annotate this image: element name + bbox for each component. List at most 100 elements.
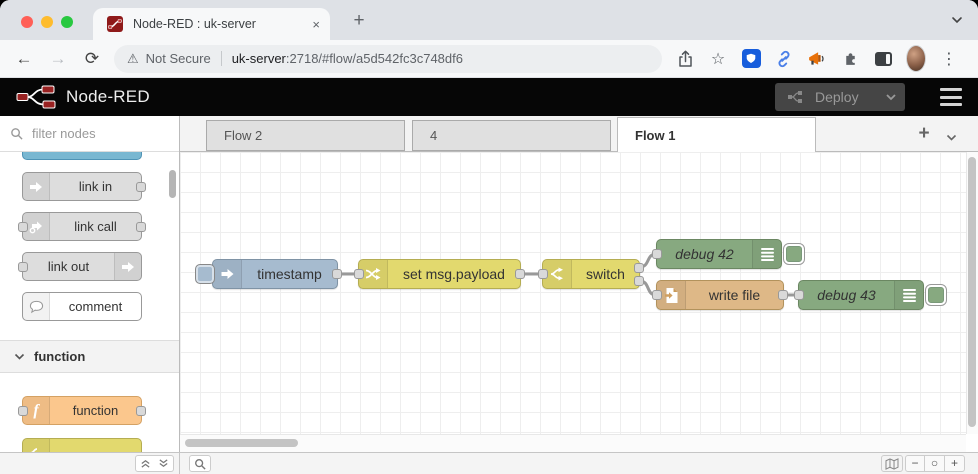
- zoom-reset-button[interactable]: ○: [925, 455, 945, 472]
- close-tab-icon[interactable]: ×: [312, 16, 320, 32]
- zoom-out-button[interactable]: −: [905, 455, 925, 472]
- flow-tab-bar: Flow 2 4 Flow 1 +: [180, 116, 978, 152]
- flow-canvas[interactable]: timestamp set msg.payload switch: [180, 152, 978, 452]
- palette-category-function[interactable]: function: [0, 340, 179, 373]
- link-in-icon: [23, 173, 50, 200]
- output-port[interactable]: [136, 182, 146, 192]
- output-port[interactable]: [136, 222, 146, 232]
- node-red-favicon: [107, 16, 123, 32]
- omnibox-divider: [220, 51, 222, 66]
- close-window-button[interactable]: [21, 16, 33, 28]
- browser-menu-icon[interactable]: ⋮: [941, 50, 957, 68]
- palette-scrollbar[interactable]: [169, 170, 176, 198]
- deploy-caret-icon[interactable]: [873, 88, 897, 106]
- debug-42-node[interactable]: debug 42: [652, 239, 782, 269]
- link-out-icon: [114, 253, 141, 280]
- node-red-logo-icon: [16, 83, 58, 116]
- address-bar[interactable]: ⚠ Not Secure uk-server :2718/#flow/a5d54…: [114, 44, 662, 73]
- canvas-hscrollbar[interactable]: [185, 439, 298, 447]
- input-port[interactable]: [652, 290, 662, 300]
- palette-node-function[interactable]: f function: [18, 396, 146, 425]
- deploy-button[interactable]: Deploy: [775, 83, 905, 111]
- browser-toolbar: ← → ⟳ ⚠ Not Secure uk-server :2718/#flow…: [0, 40, 978, 78]
- comment-icon: [23, 293, 50, 320]
- canvas-vscrollbar[interactable]: [968, 157, 976, 427]
- palette-search: [0, 116, 179, 152]
- bookmark-star-icon[interactable]: ☆: [710, 50, 726, 68]
- change-node[interactable]: set msg.payload: [354, 259, 525, 289]
- inject-node[interactable]: timestamp: [195, 259, 342, 289]
- palette-node-switch-partial[interactable]: [22, 438, 142, 452]
- input-port[interactable]: [18, 262, 28, 272]
- output-port[interactable]: [778, 290, 788, 300]
- browser-tab[interactable]: Node-RED : uk-server ×: [93, 8, 330, 40]
- input-port[interactable]: [538, 269, 548, 279]
- tab-search-chevron-icon[interactable]: [950, 13, 964, 32]
- switch-icon: [23, 439, 50, 452]
- link-extension-icon[interactable]: [774, 49, 794, 69]
- minimap-toggle-button[interactable]: [881, 455, 903, 472]
- expand-all-button[interactable]: [154, 455, 174, 472]
- palette-node-link-in[interactable]: link in: [22, 172, 146, 201]
- megaphone-extension-icon[interactable]: [807, 49, 827, 69]
- palette-node-link-call[interactable]: link call: [18, 212, 146, 241]
- maximize-window-button[interactable]: [61, 16, 73, 28]
- filter-nodes-input[interactable]: [30, 125, 164, 142]
- profile-avatar[interactable]: [906, 45, 926, 72]
- map-icon: [885, 457, 899, 470]
- minimize-window-button[interactable]: [41, 16, 53, 28]
- share-icon[interactable]: [675, 49, 695, 69]
- palette-node-partial[interactable]: [22, 152, 142, 160]
- output-port[interactable]: [136, 406, 146, 416]
- collapse-all-button[interactable]: [135, 455, 155, 472]
- debug-lines-icon: [894, 281, 923, 309]
- debug-42-toggle-button[interactable]: [783, 243, 805, 265]
- output-port[interactable]: [515, 269, 525, 279]
- inject-button[interactable]: [195, 264, 215, 284]
- bitwarden-extension-icon[interactable]: [741, 49, 761, 69]
- output-port-1[interactable]: [634, 263, 644, 273]
- palette-body: link in link call link out: [0, 152, 179, 452]
- forward-button[interactable]: →: [49, 48, 67, 68]
- flow-tab-4[interactable]: 4: [412, 120, 611, 151]
- extensions-puzzle-icon[interactable]: [840, 49, 860, 69]
- new-tab-button[interactable]: +: [353, 10, 365, 31]
- search-icon: [11, 128, 23, 140]
- node-red-header: Node-RED Deploy: [0, 78, 978, 116]
- palette-footer: [0, 453, 180, 474]
- flow-tab-flow1[interactable]: Flow 1: [617, 117, 816, 152]
- debug-43-node[interactable]: debug 43: [794, 280, 924, 310]
- switch-node[interactable]: switch: [538, 259, 644, 289]
- tab-title: Node-RED : uk-server: [133, 17, 256, 31]
- chevron-down-icon: [14, 353, 25, 360]
- input-port[interactable]: [18, 406, 28, 416]
- output-port[interactable]: [332, 269, 342, 279]
- input-port[interactable]: [794, 290, 804, 300]
- url-host: uk-server: [231, 51, 286, 66]
- back-button[interactable]: ←: [15, 48, 33, 68]
- add-flow-button[interactable]: +: [918, 123, 930, 144]
- zoom-controls: − ○ +: [905, 455, 965, 472]
- reload-button[interactable]: ⟳: [84, 48, 100, 68]
- not-secure-warning-icon[interactable]: ⚠: [127, 50, 139, 66]
- url-path: :2718/#flow/a5d542fc3c748df6: [285, 51, 463, 66]
- input-port[interactable]: [354, 269, 364, 279]
- write-file-node[interactable]: write file: [652, 280, 788, 310]
- input-port[interactable]: [18, 222, 28, 232]
- flow-tab-flow2[interactable]: Flow 2: [206, 120, 405, 151]
- security-label: Not Secure: [145, 51, 211, 66]
- zoom-in-button[interactable]: +: [945, 455, 965, 472]
- output-port-2[interactable]: [634, 276, 644, 286]
- palette-node-comment[interactable]: comment: [22, 292, 142, 321]
- workspace: Flow 2 4 Flow 1 +: [180, 116, 978, 452]
- input-port[interactable]: [652, 249, 662, 259]
- flow-list-caret-icon[interactable]: [946, 129, 957, 147]
- debug-43-toggle-button[interactable]: [925, 284, 947, 306]
- deploy-label: Deploy: [815, 89, 859, 105]
- main-menu-icon[interactable]: [940, 88, 962, 106]
- canvas-search-button[interactable]: [189, 455, 211, 472]
- side-panel-icon[interactable]: [873, 49, 893, 69]
- palette-node-link-out[interactable]: link out: [18, 252, 142, 281]
- double-chevron-down-icon: [159, 459, 168, 468]
